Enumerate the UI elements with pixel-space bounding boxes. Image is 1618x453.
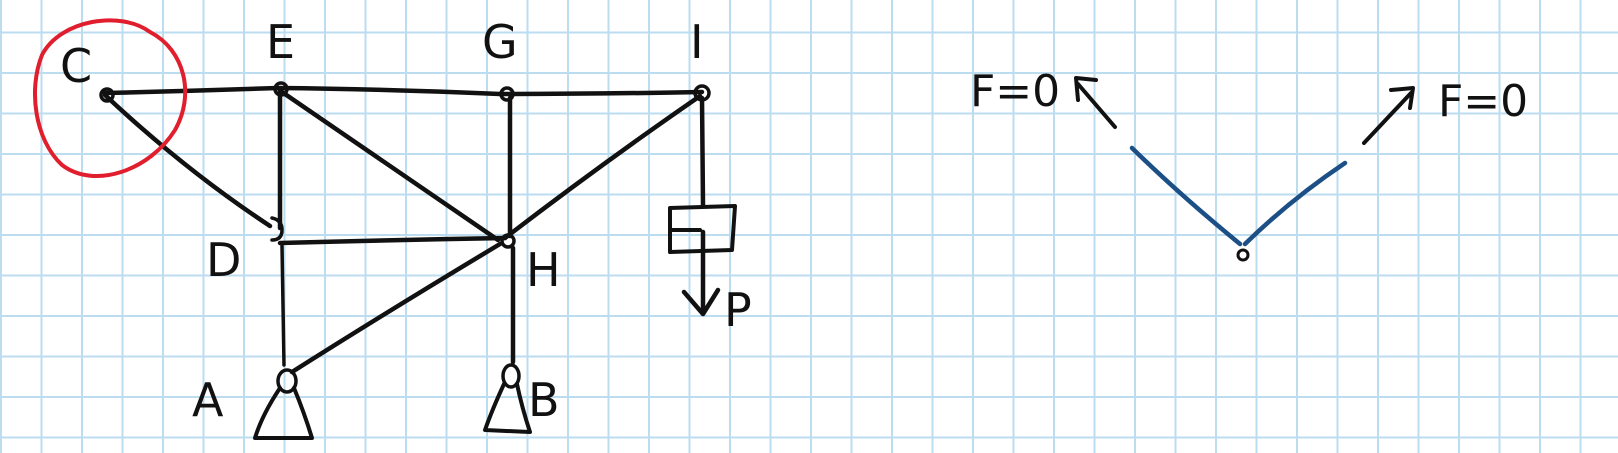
force-label-left: F=0 — [970, 66, 1060, 117]
fbd-joint — [1236, 248, 1250, 262]
label-G: G — [482, 15, 518, 69]
free-body-diagram: F=0 F=0 — [970, 66, 1528, 262]
fbd-member-right — [1242, 160, 1348, 247]
fbd-member-left — [1129, 145, 1243, 247]
label-B: B — [528, 373, 560, 427]
joint-D — [270, 216, 284, 242]
member-EG — [275, 85, 503, 97]
joint-H — [500, 233, 516, 249]
member-HA — [289, 241, 503, 375]
force-arrow-right-head — [1389, 86, 1415, 110]
force-arrow-left-shaft — [1076, 82, 1117, 129]
label-P: P — [724, 283, 752, 337]
force-label-right: F=0 — [1438, 76, 1528, 127]
truss-joints — [99, 81, 711, 249]
pin-support-B — [483, 363, 532, 434]
force-arrow-left-head — [1074, 76, 1098, 102]
highlight-circle-C — [32, 18, 188, 179]
weight-block — [668, 204, 737, 254]
joint-C — [99, 87, 115, 103]
member-IH — [502, 93, 703, 241]
label-D: D — [206, 233, 241, 287]
label-I: I — [690, 15, 704, 69]
joint-I — [693, 84, 711, 102]
member-DH — [277, 235, 508, 246]
hanger-I — [699, 95, 706, 208]
member-GI — [497, 89, 705, 97]
joint-E — [273, 81, 289, 97]
label-E: E — [266, 15, 295, 69]
label-H: H — [526, 243, 561, 297]
load-arrow-head — [681, 287, 721, 317]
joint-G — [499, 86, 515, 102]
label-A: A — [192, 373, 224, 427]
member-DA — [280, 244, 286, 367]
load-P — [668, 204, 737, 317]
member-CD — [102, 92, 273, 229]
label-C: C — [60, 39, 92, 93]
member-CE — [102, 85, 281, 96]
member-EH — [279, 89, 501, 243]
truss-members — [102, 85, 706, 375]
force-arrow-right-shaft — [1362, 91, 1413, 145]
pin-support-A — [253, 368, 314, 440]
node-labels: C E G I D H A B P — [60, 15, 752, 427]
